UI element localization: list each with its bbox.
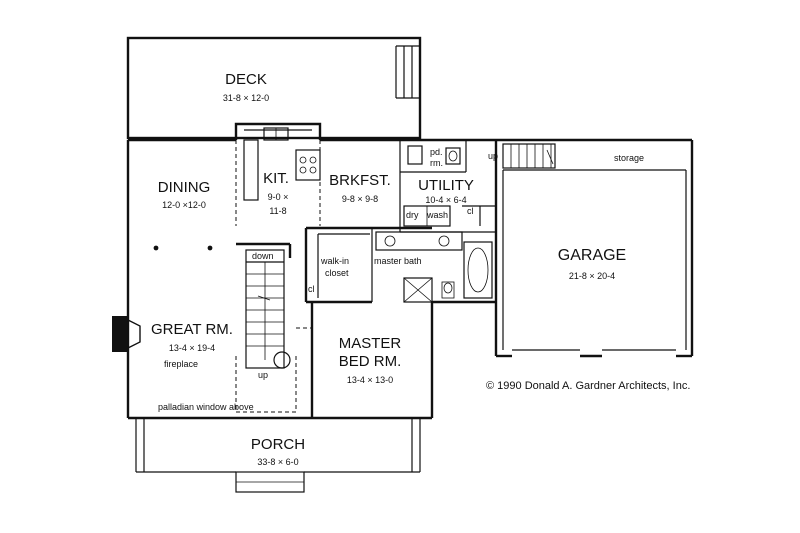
up-utility: up: [488, 151, 498, 161]
kitchen-dims-2: 11-8: [269, 206, 286, 216]
utility-dims: 10-4 × 6-4: [425, 195, 466, 205]
deck-dims: 31-8 × 12-0: [223, 93, 269, 103]
stair: [235, 249, 312, 413]
dry-label: dry: [406, 210, 419, 220]
exterior-walls: [126, 122, 498, 420]
walkin-1: walk-in: [320, 256, 349, 266]
pd-rm-1: pd.: [430, 147, 443, 157]
fireplace-label: fireplace: [164, 359, 198, 369]
interior-walls: [236, 226, 493, 418]
kitchen-dims-1: 9-0 ×: [268, 192, 289, 202]
fireplace: [112, 316, 141, 352]
storage-label: storage: [614, 153, 644, 163]
master-bed-dims: 13-4 × 13-0: [347, 375, 393, 385]
great-room-name: GREAT RM.: [151, 321, 233, 338]
up-stair: up: [258, 370, 268, 380]
pd-rm-2: rm.: [430, 158, 443, 168]
master-bath-label: master bath: [374, 256, 422, 266]
porch-name: PORCH: [251, 436, 305, 453]
wash-label: wash: [426, 210, 448, 220]
down-label: down: [252, 251, 274, 261]
kitchen: [235, 127, 321, 226]
cl-utility: cl: [467, 206, 474, 216]
columns: [153, 245, 213, 251]
dining-dims: 12-0 ×12-0: [162, 200, 206, 210]
master-bed-name-1: MASTER: [339, 335, 402, 352]
garage: [496, 138, 694, 358]
walkin-2: closet: [325, 268, 349, 278]
deck: [126, 36, 422, 140]
palladian-label: palladian window above: [158, 402, 254, 412]
great-room-dims: 13-4 × 19-4: [169, 343, 215, 353]
breakfast-name: BRKFST.: [329, 172, 391, 189]
garage-dims: 21-8 × 20-4: [569, 271, 615, 281]
master-bed-name-2: BED RM.: [339, 353, 402, 370]
breakfast-dims: 9-8 × 9-8: [342, 194, 378, 204]
copyright: © 1990 Donald A. Gardner Architects, Inc…: [486, 380, 690, 392]
cl-closet: cl: [308, 284, 315, 294]
kitchen-name: KIT.: [263, 170, 289, 187]
deck-name: DECK: [225, 71, 267, 88]
room-labels: DECK 31-8 × 12-0 KIT. 9-0 × 11-8 BRKFST.…: [151, 71, 690, 467]
porch-dims: 33-8 × 6-0: [257, 457, 298, 467]
garage-name: GARAGE: [558, 247, 626, 264]
utility-name: UTILITY: [418, 177, 474, 194]
dining-name: DINING: [158, 179, 211, 196]
porch: [135, 418, 421, 493]
